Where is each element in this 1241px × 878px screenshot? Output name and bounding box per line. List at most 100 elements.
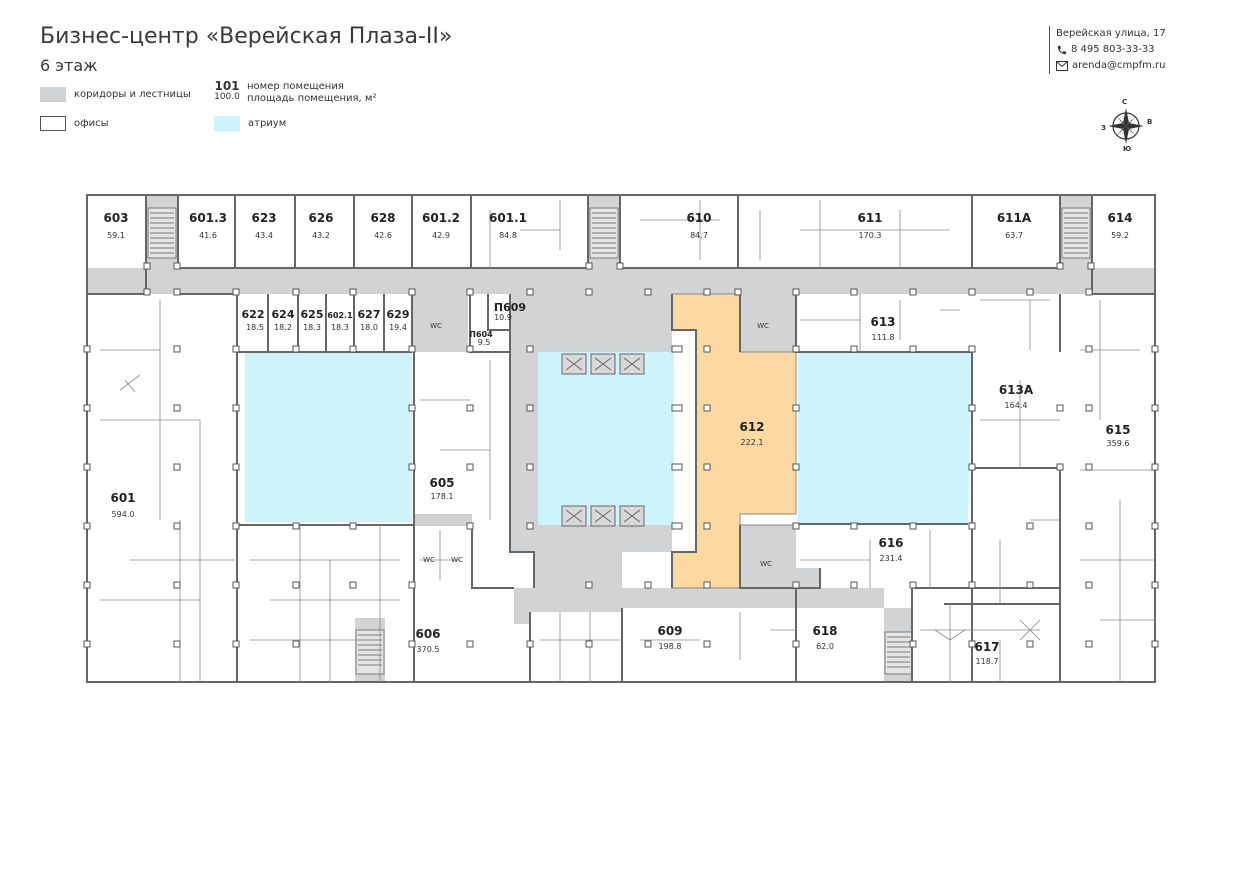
room-number: П609 bbox=[494, 301, 526, 314]
room-number: 622 bbox=[242, 308, 265, 321]
room-area: 178.1 bbox=[431, 492, 454, 501]
wc-label: WC bbox=[757, 322, 769, 330]
compass-east: В bbox=[1147, 118, 1153, 126]
room-627[interactable]: 627 18.0 bbox=[358, 308, 381, 332]
legend-area-label: площадь помещения, м² bbox=[247, 93, 377, 104]
wc-labels: WC WC WC WC WC bbox=[423, 322, 772, 568]
room-number: 612 bbox=[739, 420, 764, 434]
room-number: П604 bbox=[469, 330, 493, 339]
room-area: 111.8 bbox=[872, 333, 895, 342]
room-number: 615 bbox=[1105, 423, 1130, 437]
columns bbox=[83, 262, 1159, 648]
room-601-1[interactable]: 601.184.8 bbox=[489, 211, 527, 240]
room-number: 611 bbox=[857, 211, 882, 225]
room-number: 601.1 bbox=[489, 211, 527, 225]
corridor-swatch bbox=[40, 87, 66, 102]
room-number: 628 bbox=[370, 211, 395, 225]
room-623[interactable]: 623 43.4 bbox=[251, 211, 276, 240]
room-616[interactable]: 616 231.4 bbox=[878, 536, 903, 563]
legend-corridors-label: коридоры и лестницы bbox=[74, 89, 191, 100]
room-number: 613 bbox=[870, 315, 895, 329]
room-number: 623 bbox=[251, 211, 276, 225]
room-601-3[interactable]: 601.341.6 bbox=[189, 211, 227, 240]
room-number: 603 bbox=[103, 211, 128, 225]
legend-sample-number: 101 bbox=[214, 79, 240, 93]
room-area: 42.9 bbox=[432, 231, 450, 240]
compass-rose-icon bbox=[1108, 108, 1144, 144]
room-605[interactable]: 605 178.1 bbox=[429, 476, 454, 501]
room-613[interactable]: 613 111.8 bbox=[870, 315, 895, 342]
legend-sample: 101 100.0 bbox=[212, 80, 242, 102]
room-area: 18.0 bbox=[360, 323, 378, 332]
room-area: 10.9 bbox=[494, 313, 512, 322]
room-number: 613А bbox=[999, 383, 1034, 397]
phone-number[interactable]: 8 495 803-33-33 bbox=[1071, 44, 1155, 55]
legend-number-label: номер помещения bbox=[247, 81, 344, 92]
room-number: 617 bbox=[974, 640, 999, 654]
room-area: 164.4 bbox=[1005, 401, 1028, 410]
room-615[interactable]: 615 359.6 bbox=[1105, 423, 1130, 448]
room-area: 41.6 bbox=[199, 231, 217, 240]
atrium-swatch bbox=[214, 116, 240, 131]
room-number: 627 bbox=[358, 308, 381, 321]
email-link[interactable]: arenda@cmpfm.ru bbox=[1072, 60, 1166, 71]
room-number: 601.2 bbox=[422, 211, 460, 225]
room-601-2[interactable]: 601.2 42.9 bbox=[422, 211, 460, 240]
door-markers bbox=[119, 374, 1041, 641]
address: Верейская улица, 17 bbox=[1056, 28, 1166, 39]
room-612[interactable]: 612 222.1 bbox=[739, 420, 764, 447]
legend-sample-desc: номер помещения площадь помещения, м² bbox=[247, 81, 376, 105]
room-628[interactable]: 628 42.6 bbox=[370, 211, 395, 240]
room-area: 359.6 bbox=[1107, 439, 1130, 448]
walls-main bbox=[86, 194, 1156, 683]
room-area: 222.1 bbox=[741, 438, 764, 447]
room-area: 9.5 bbox=[478, 338, 491, 347]
room-area: 84.7 bbox=[690, 231, 708, 240]
room-number: 605 bbox=[429, 476, 454, 490]
atria bbox=[245, 352, 972, 525]
room-number: 625 bbox=[301, 308, 324, 321]
room-number: 601 bbox=[110, 491, 135, 505]
email-row: arenda@cmpfm.ru bbox=[1056, 58, 1166, 74]
room-area: 370.5 bbox=[417, 645, 440, 654]
room-area: 231.4 bbox=[880, 554, 903, 563]
room-number: 626 bbox=[308, 211, 333, 225]
compass-north: С bbox=[1122, 98, 1128, 106]
room-602-1[interactable]: 602.118.3 bbox=[327, 311, 353, 332]
room-603[interactable]: 603 59.1 bbox=[103, 211, 128, 240]
elevators bbox=[561, 353, 645, 527]
room-number: 606 bbox=[415, 627, 440, 641]
phone-row: 8 495 803-33-33 bbox=[1056, 42, 1166, 58]
room-606[interactable]: 606 370.5 bbox=[415, 627, 440, 654]
room-area: 59.2 bbox=[1111, 231, 1129, 240]
room-area: 18.5 bbox=[246, 323, 264, 332]
floor-label: 6 этаж bbox=[40, 56, 98, 75]
room-area: 43.4 bbox=[255, 231, 273, 240]
room-area: 42.6 bbox=[374, 231, 392, 240]
contact-block: Верейская улица, 17 8 495 803-33-33 aren… bbox=[1049, 26, 1166, 74]
compass-south: Ю bbox=[1123, 145, 1132, 153]
wc-label: WC bbox=[430, 322, 442, 330]
room-number: 616 bbox=[878, 536, 903, 550]
room-area: 59.1 bbox=[107, 231, 125, 240]
room-613a[interactable]: 613А 164.4 bbox=[999, 383, 1034, 410]
room-area: 63.7 bbox=[1005, 231, 1023, 240]
room-622[interactable]: 622 18.5 bbox=[242, 308, 265, 332]
office-swatch bbox=[40, 116, 66, 131]
room-area: 18.3 bbox=[331, 323, 349, 332]
